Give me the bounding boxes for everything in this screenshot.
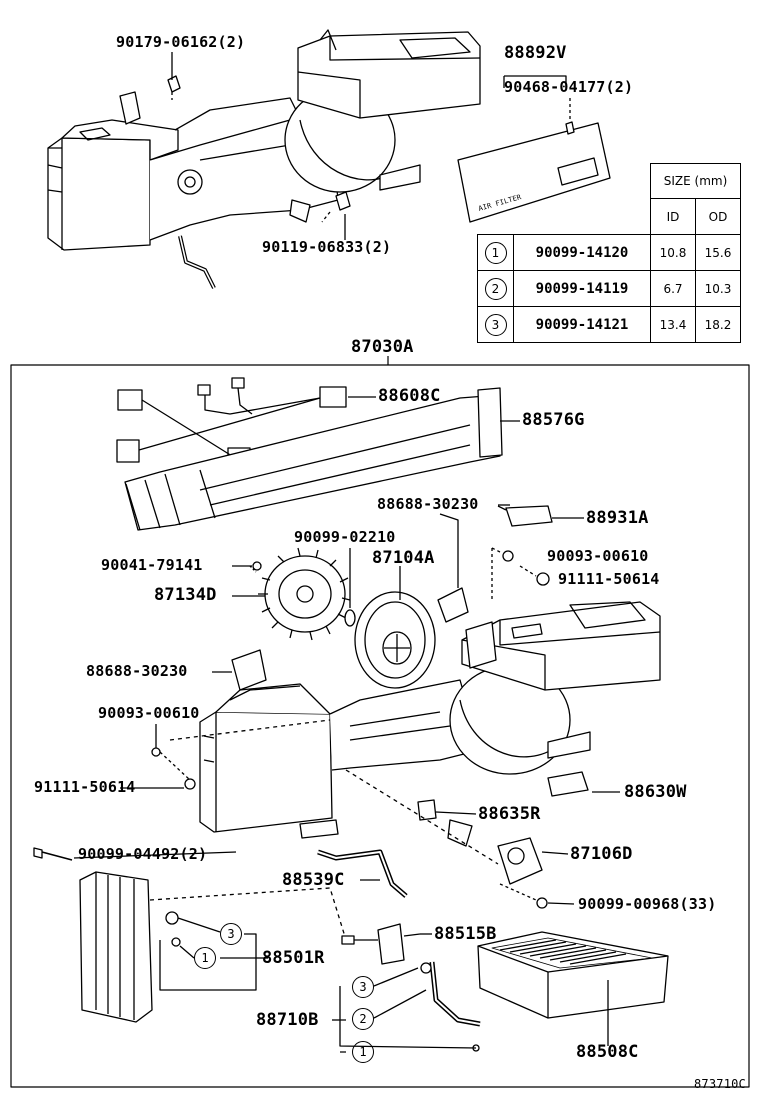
part-leaders (73, 396, 620, 1046)
table-row: 3 90099-14121 13.4 18.2 (477, 306, 741, 343)
label-harness: 88608C (378, 386, 441, 406)
label-filter: 88508C (576, 1042, 639, 1062)
table-header-od: OD (695, 198, 741, 235)
long-bolt (33, 847, 73, 861)
label-servo: 87106D (570, 844, 633, 864)
thermistor-part (417, 799, 437, 821)
blower-fan (249, 547, 356, 641)
label-sensor: 88931A (586, 508, 649, 528)
label-bolt-b: 91111-50614 (34, 778, 136, 796)
label-nut-a: 90093-00610 (547, 547, 649, 565)
row-od-cell: 15.6 (695, 234, 741, 271)
row-index-cell: 1 (477, 234, 514, 271)
label-plate (457, 75, 611, 223)
label-bolt-mid: 90119-06833(2) (262, 238, 392, 256)
label-bolt-a: 91111-50614 (558, 570, 660, 588)
table-row: 2 90099-14119 6.7 10.3 (477, 270, 741, 307)
switch-part (547, 771, 589, 797)
blower-motor (354, 566, 436, 689)
top-heater-unit (47, 29, 481, 289)
table-header-size: SIZE (mm) (650, 163, 741, 199)
expansion-valve (341, 923, 421, 965)
air-duct (124, 387, 503, 531)
label-switch: 88630W (624, 782, 687, 802)
row-id-cell: 10.8 (650, 234, 696, 271)
row-id-cell: 6.7 (650, 270, 696, 307)
table-corner-blank (478, 164, 514, 199)
label-screw-plate: 90468-04177(2) (504, 78, 634, 96)
row-index-cell: 3 (477, 306, 514, 343)
label-pipe: 88539C (282, 870, 345, 890)
label-valve: 88515B (434, 924, 497, 944)
row-part-cell: 90099-14120 (513, 234, 651, 271)
row-index-cell: 2 (477, 270, 514, 307)
refrigerant-tube (339, 961, 481, 1053)
sensor-part (497, 505, 553, 527)
bracket-b (231, 649, 267, 691)
label-motor: 87104A (372, 548, 435, 568)
row-od-cell: 10.3 (695, 270, 741, 307)
evaporator-core (79, 871, 347, 1023)
hose-size-table: SIZE (mm) ID OD 1 90099-14120 10.8 15.6 … (477, 163, 741, 343)
table-row: 1 90099-14120 10.8 15.6 (477, 234, 741, 271)
label-unit-assy: 87030A (351, 337, 414, 357)
label-bracket-left: 88688-30230 (86, 662, 188, 680)
row-part-cell: 90099-14121 (513, 306, 651, 343)
row-index-circle: 2 (484, 277, 507, 300)
row-od-cell: 18.2 (695, 306, 741, 343)
circle-evap-3: 3 (220, 923, 242, 945)
row-id-cell: 13.4 (650, 306, 696, 343)
screw-part (499, 883, 548, 909)
label-thermistor: 88635R (478, 804, 541, 824)
diagram-code: 873710C (694, 1077, 746, 1091)
assembly-frame (10, 364, 750, 1088)
table-corner-blank (478, 199, 514, 235)
evap-connectors (159, 911, 257, 991)
lower-heater-unit (199, 601, 661, 847)
bracket-a (437, 513, 469, 623)
top-leaders (171, 52, 346, 240)
label-bolt-top: 90179-06162(2) (116, 33, 246, 51)
row-part-cell: 90099-14119 (513, 270, 651, 307)
row-index-circle: 3 (484, 313, 507, 336)
circle-tube-3: 3 (352, 976, 374, 998)
label-duct: 88576G (522, 410, 585, 430)
label-bolt-long: 90099-04492(2) (78, 845, 208, 863)
table-corner-blank (513, 198, 651, 235)
table-corner-blank (514, 164, 651, 199)
air-filter (477, 931, 669, 1040)
label-clip: 90041-79141 (101, 556, 203, 574)
nut-bolt-right (491, 547, 550, 600)
circle-tube-2: 2 (352, 1008, 374, 1030)
row-index-circle: 1 (484, 241, 507, 264)
circle-evap-1: 1 (194, 947, 216, 969)
label-washer-a: 90099-02210 (294, 528, 396, 546)
pipe-part (317, 849, 408, 898)
label-fan: 87134D (154, 585, 217, 605)
label-bracket-top: 88688-30230 (377, 495, 479, 513)
label-screw-many: 90099-00968(33) (578, 895, 717, 913)
label-evaporator: 88501R (262, 948, 325, 968)
nut-bolt-left (151, 719, 331, 790)
label-tube: 88710B (256, 1010, 319, 1030)
circle-tube-1: 1 (352, 1041, 374, 1063)
label-nut-b: 90093-00610 (98, 704, 200, 722)
servo-motor (345, 769, 543, 885)
table-header-id: ID (650, 198, 696, 235)
label-plate-code: 88892V (504, 43, 567, 63)
